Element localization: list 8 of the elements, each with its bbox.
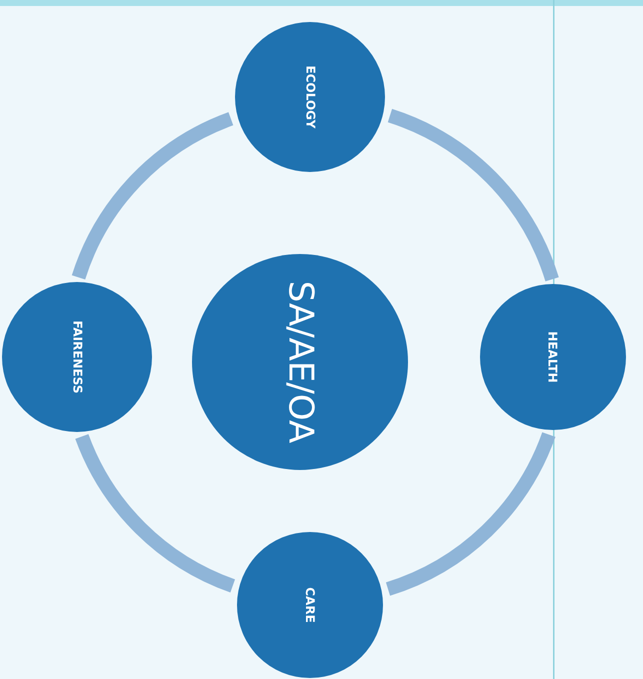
ring-arc [72,112,234,280]
topic-label: HEALTH [546,331,560,383]
topic-label: ECOLOGY [303,66,317,128]
topic-label: CARE [303,587,317,623]
ring-arc [387,109,559,282]
topic-label: FAIRENESS [70,320,84,394]
center-label: SA/AE/OA [280,280,320,444]
ring-arc [386,432,556,596]
